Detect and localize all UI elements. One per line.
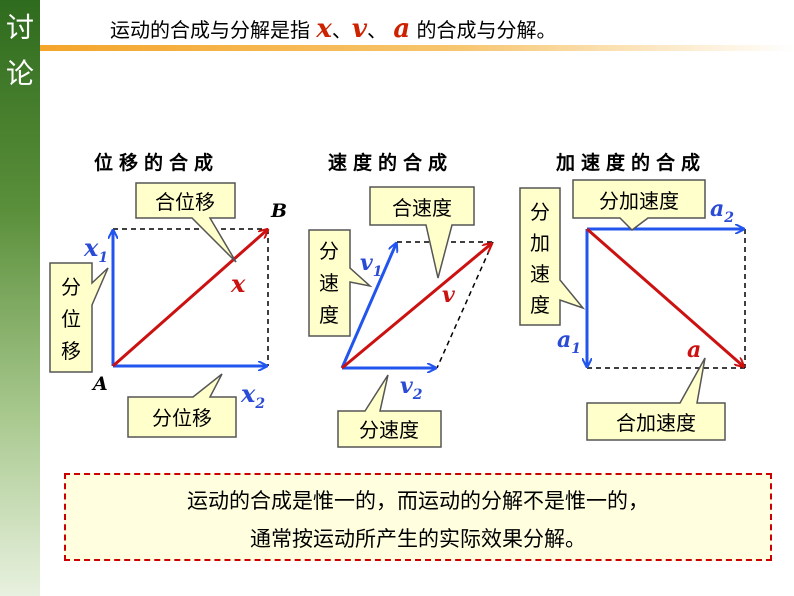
header-suffix: 的合成与分解。 <box>410 18 557 42</box>
point-a-label: A <box>91 373 108 395</box>
displacement-vertical-callout-char-3: 移 <box>61 339 81 363</box>
velocity-horizontal-callout <box>337 374 442 448</box>
displacement-diagram: 合位移 分 位 移 分位移 A B x x1 x2 <box>49 182 287 438</box>
velocity-vertical-callout-char-2: 速 <box>319 271 339 295</box>
acceleration-a2-label-sub: 2 <box>723 210 734 226</box>
velocity-resultant-vector <box>341 244 491 370</box>
velocity-v1-label-sub: 1 <box>373 264 383 280</box>
displacement-resultant-callout <box>135 182 237 263</box>
acceleration-a1-label-main: a <box>557 327 571 353</box>
velocity-resultant-callout-text: 合速度 <box>392 196 452 220</box>
displacement-x2-label: x2 <box>240 379 265 412</box>
displacement-vertical-callout-char-2: 位 <box>61 307 81 331</box>
displacement-x1-label-sub: 1 <box>98 250 108 266</box>
acceleration-title: 加速度的合成 <box>556 152 707 174</box>
acceleration-horizontal-callout <box>572 179 706 231</box>
displacement-resultant-label: x <box>230 269 246 298</box>
velocity-horizontal-callout-text: 分速度 <box>359 418 419 442</box>
acceleration-resultant-vector <box>586 227 743 366</box>
acceleration-horizontal-callout-text: 分加速度 <box>599 189 679 213</box>
velocity-v1-label: v1 <box>360 250 383 280</box>
velocity-vertical-callout-char-3: 度 <box>319 303 339 327</box>
sidebar-char-discuss-1: 讨 <box>5 11 34 44</box>
conclusion-line-1: 运动的合成是惟一的，而运动的分解不是惟一的， <box>187 489 649 513</box>
point-b-label: B <box>270 200 287 222</box>
header-statement: 运动的合成与分解是指 x、v、 a 的合成与分解。 <box>110 14 557 44</box>
acceleration-vertical-callout-char-2: 加 <box>530 231 550 255</box>
displacement-vertical-callout <box>49 262 109 373</box>
acceleration-vertical-callout-char-3: 速 <box>530 262 550 286</box>
velocity-vertical-callout <box>308 229 373 337</box>
acceleration-a1-label: a1 <box>557 327 581 357</box>
header-var-a: a <box>393 14 411 44</box>
acceleration-vertical-callout-char-4: 度 <box>530 293 550 317</box>
displacement-x1-label-main: x <box>83 233 99 262</box>
displacement-horizontal-callout-text: 分位移 <box>152 406 212 430</box>
conclusion-note: 运动的合成是惟一的，而运动的分解不是惟一的， 通常按运动所产生的实际效果分解。 <box>64 473 772 561</box>
acceleration-resultant-callout-text: 合加速度 <box>616 411 696 435</box>
displacement-resultant-vector <box>112 230 267 368</box>
acceleration-a2-label: a2 <box>710 196 734 226</box>
acceleration-vertical-callout-char-1: 分 <box>530 200 550 224</box>
velocity-title: 速度的合成 <box>328 152 454 174</box>
header-var-x: x <box>316 14 332 44</box>
acceleration-resultant-label: a <box>687 337 701 363</box>
velocity-v2-label: v2 <box>400 373 423 403</box>
header-sep-1: 、 <box>331 18 352 42</box>
sidebar-char-discuss-2: 论 <box>5 57 34 90</box>
acceleration-a1-label-sub: 1 <box>571 341 581 357</box>
acceleration-vertical-callout <box>519 187 586 326</box>
acceleration-a2-label-main: a <box>710 196 724 222</box>
header-prefix: 运动的合成与分解是指 <box>110 18 317 42</box>
acceleration-diagram: 分加速度 分 加 速 度 合加速度 a a2 a1 <box>519 179 745 441</box>
displacement-resultant-callout-text: 合位移 <box>155 190 215 214</box>
velocity-v2-label-main: v <box>400 373 413 399</box>
velocity-dashed-right <box>436 241 494 369</box>
displacement-x2-label-main: x <box>240 379 256 408</box>
header-sep-2: 、 <box>366 18 394 42</box>
header-var-v: v <box>351 14 367 44</box>
acceleration-resultant-callout <box>586 357 726 441</box>
displacement-x1-label: x1 <box>83 233 108 266</box>
displacement-vertical-callout-char-1: 分 <box>61 275 81 299</box>
velocity-v1-label-main: v <box>360 250 373 276</box>
header-underline <box>40 45 794 51</box>
conclusion-line-2: 通常按运动所产生的实际效果分解。 <box>250 527 586 551</box>
sidebar-strip: 讨 论 <box>0 0 40 596</box>
velocity-vertical-callout-char-1: 分 <box>319 239 339 263</box>
velocity-resultant-callout <box>369 186 475 279</box>
displacement-title: 位移的合成 <box>94 152 220 174</box>
velocity-resultant-label: v <box>442 282 455 308</box>
velocity-v1-vector <box>340 244 396 369</box>
displacement-horizontal-callout <box>127 373 237 438</box>
velocity-v2-label-sub: 2 <box>412 387 423 403</box>
displacement-x2-label-sub: 2 <box>254 396 265 412</box>
velocity-diagram: 合速度 分 速 度 分速度 v v1 v2 <box>308 186 494 448</box>
